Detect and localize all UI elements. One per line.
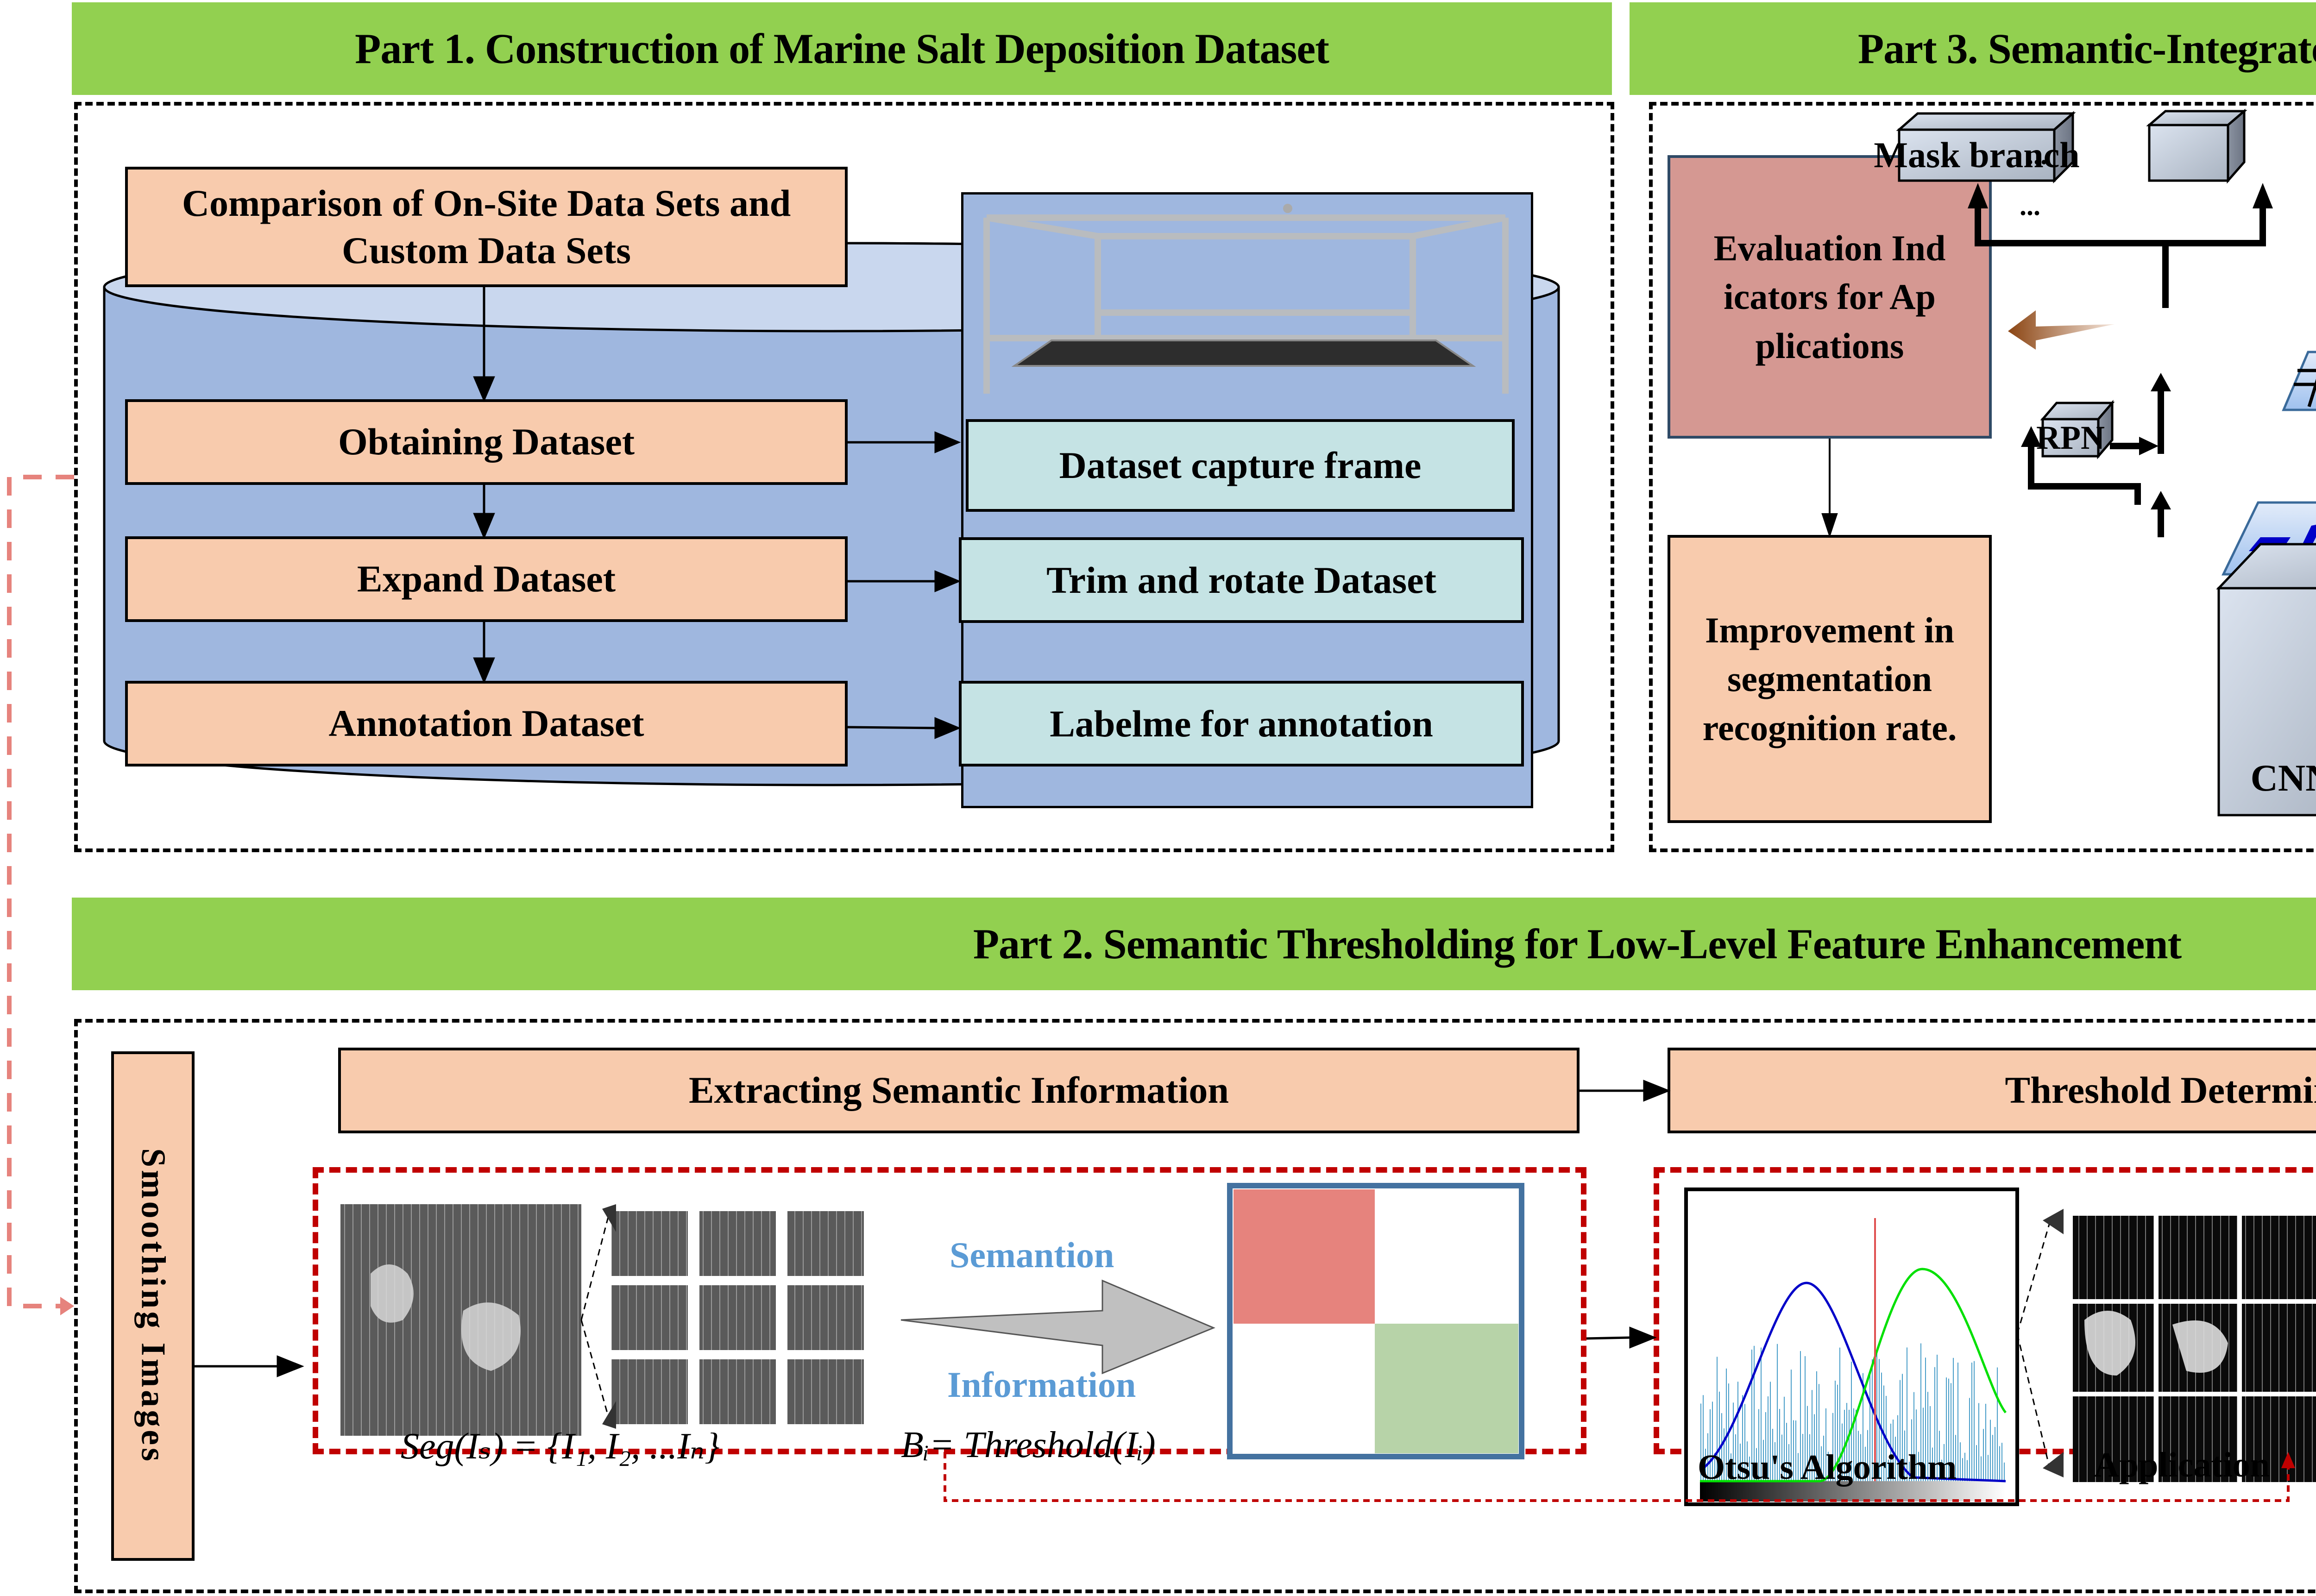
extracting-label: Extracting Semantic Information — [688, 1069, 1229, 1112]
improvement-label: Improvement in segmentation recognition … — [1702, 610, 1957, 748]
application-label: Application — [2094, 1445, 2270, 1484]
step-expand-label: Expand Dataset — [357, 558, 616, 600]
output-capture-frame-label: Dataset capture frame — [1059, 444, 1422, 486]
brown-arrow-to-evaluation — [2008, 310, 2115, 350]
output-labelme-label: Labelme for annotation — [1050, 702, 1433, 745]
capture-frame-photo — [973, 199, 1519, 403]
evaluation-box: Evaluation Ind icators for Ap plications — [1668, 155, 1992, 439]
otsu-histogram-chart — [1684, 1188, 2019, 1506]
rpn-label: RPN — [2036, 419, 2105, 456]
evaluation-label: Evaluation Ind icators for Ap plications — [1713, 228, 1946, 366]
step-annotation: Annotation Dataset — [125, 681, 848, 767]
part2-container — [74, 1019, 2316, 1593]
threshold-formula: Bᵢ= Threshold(Iᵢ) — [901, 1425, 1156, 1465]
application-binary-images — [2073, 1216, 2316, 1482]
output-trim-rotate-label: Trim and rotate Dataset — [1046, 559, 1436, 601]
ellipsis-2: ... — [2020, 190, 2040, 221]
part3-title: Part 3. Semantic-Integrated Salt Detecti… — [1630, 2, 2316, 95]
tiled-salt-images — [611, 1211, 864, 1424]
semantic-grey-arrow — [900, 1279, 1215, 1375]
mask-branch-label: Mask branch — [1874, 135, 2080, 175]
output-capture-frame: Dataset capture frame — [966, 419, 1515, 512]
threshold-method-box: Threshold Determination Method — [1668, 1048, 2316, 1133]
step-annotation-label: Annotation Dataset — [328, 702, 644, 745]
source-salt-image — [340, 1204, 581, 1436]
improvement-box: Improvement in segmentation recognition … — [1668, 535, 1992, 823]
part3-container — [1649, 102, 2316, 852]
seg-formula: Seg(Iₛ) = {I₁, I₂, ...Iₙ} — [401, 1426, 720, 1467]
rpn-box — [2040, 400, 2115, 459]
step-obtaining: Obtaining Dataset — [125, 399, 848, 485]
smoothing-label: Smoothing Images — [134, 1148, 172, 1464]
threshold-method-label: Threshold Determination Method — [2005, 1069, 2316, 1112]
information-label: Information — [947, 1364, 1136, 1405]
output-box — [2146, 108, 2247, 184]
semantion-label: Semantion — [950, 1235, 1114, 1275]
otsu-label: Otsu's Algorithm — [1698, 1448, 1957, 1487]
part1-container — [74, 102, 1614, 852]
roi-align-grid — [2282, 351, 2316, 411]
smoothing-images-box: Smoothing Images — [111, 1051, 195, 1561]
cnn-box — [2216, 543, 2316, 817]
ellipsis-1: ... — [2026, 139, 2047, 170]
output-trim-rotate: Trim and rotate Dataset — [959, 537, 1524, 623]
step-expand: Expand Dataset — [125, 536, 848, 622]
step-obtaining-label: Obtaining Dataset — [338, 421, 635, 463]
part2-title: Part 2. Semantic Thresholding for Low-Le… — [72, 898, 2316, 990]
semantic-map — [1227, 1183, 1524, 1459]
part1-title: Part 1. Construction of Marine Salt Depo… — [72, 2, 1612, 95]
mask-branch-box — [1896, 111, 2076, 184]
cnn-label: CNN — [2250, 757, 2316, 799]
step-comparison: Comparison of On-Site Data Sets and Cust… — [125, 167, 848, 287]
step-comparison-label: Comparison of On-Site Data Sets and Cust… — [182, 182, 791, 272]
extracting-semantic-box: Extracting Semantic Information — [338, 1048, 1580, 1133]
output-labelme: Labelme for annotation — [959, 681, 1524, 767]
